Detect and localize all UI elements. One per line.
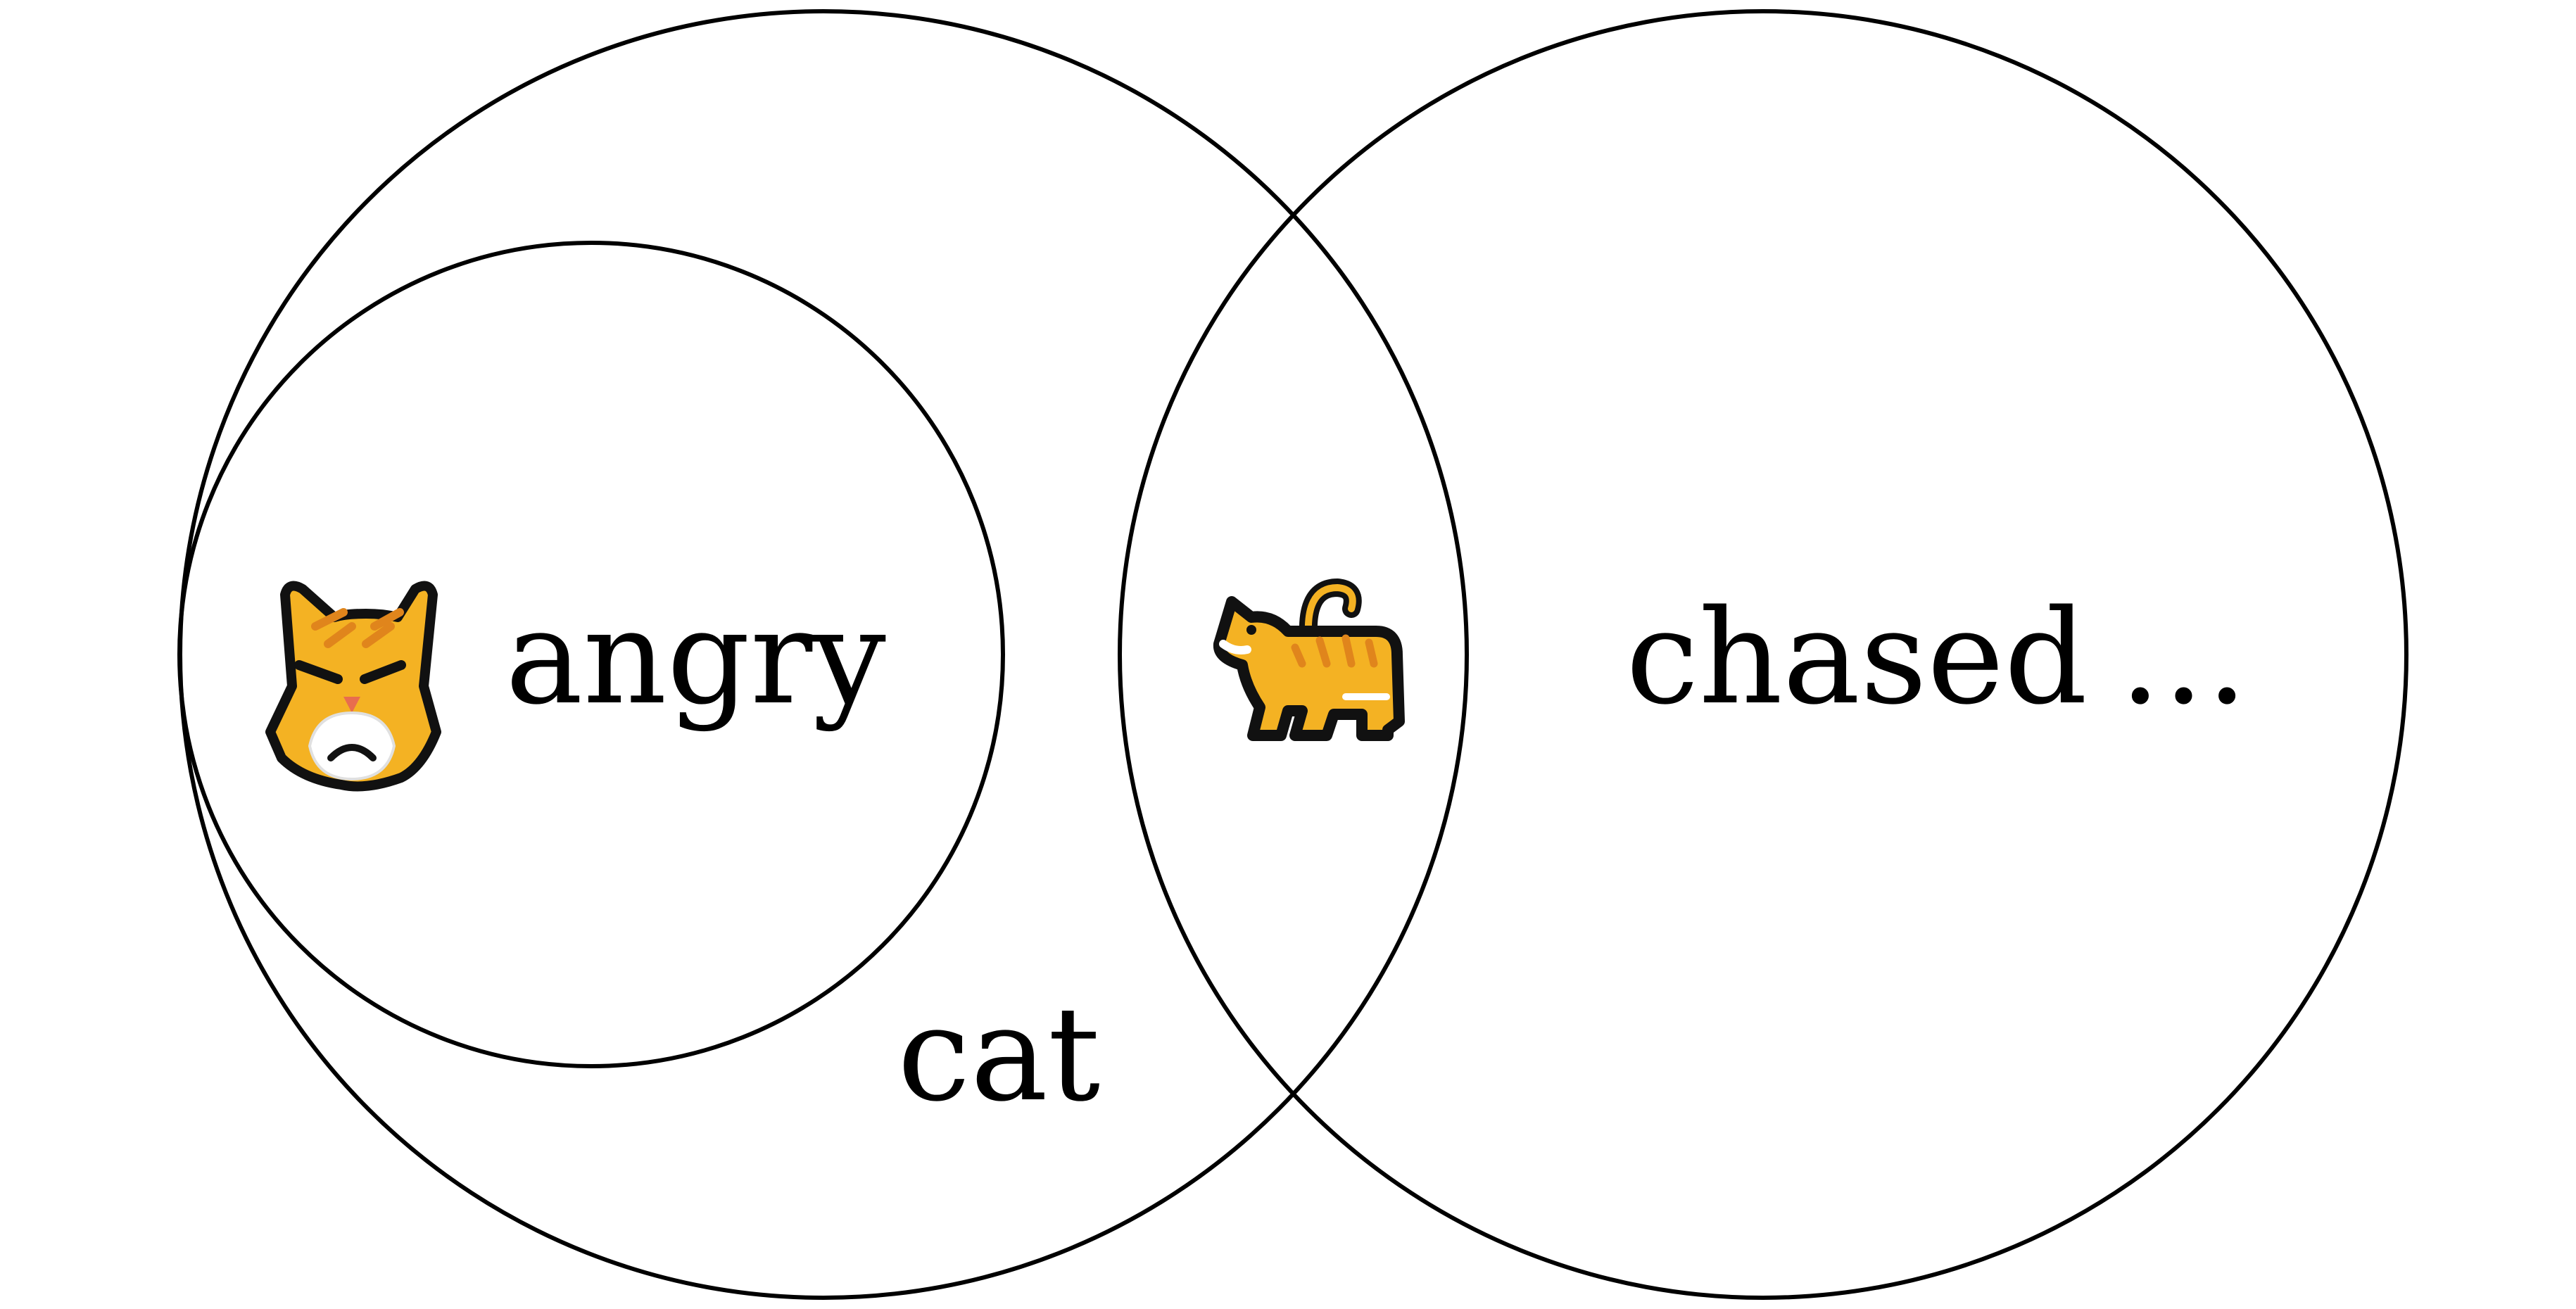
angry-cat-face-icon xyxy=(265,581,441,792)
chased-label: chased xyxy=(1626,581,2088,733)
cat-label: cat xyxy=(897,978,1100,1130)
walking-cat-icon xyxy=(1213,578,1405,741)
chased-set-circle xyxy=(1118,9,2408,1300)
angry-label: angry xyxy=(505,581,886,733)
ellipsis-label: … xyxy=(2119,581,2249,733)
angry-set-circle xyxy=(177,241,1005,1068)
